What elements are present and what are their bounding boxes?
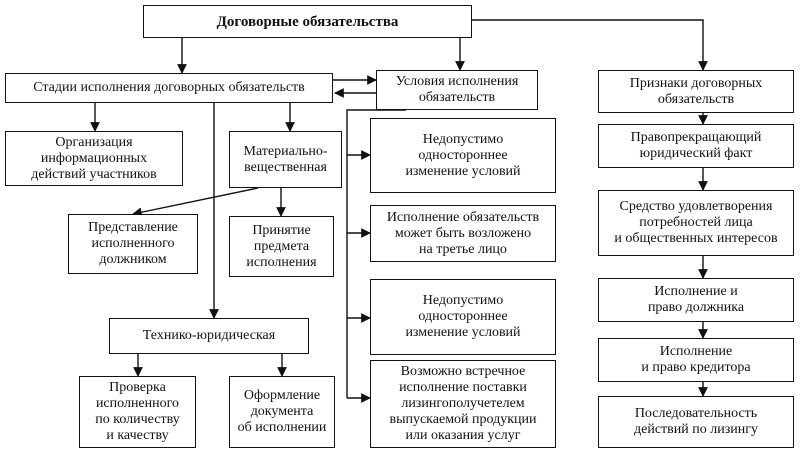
node-feature-5: Последовательность действий по лизингу bbox=[598, 396, 794, 448]
connector-conditions-spine bbox=[346, 109, 406, 398]
node-check: Проверка исполненного по количеству и ка… bbox=[79, 376, 196, 448]
node-material: Материально- вещественная bbox=[229, 131, 342, 188]
node-condition-1: Недопустимо одностороннее изменение усло… bbox=[370, 118, 556, 193]
node-conditions: Условия исполнения обязательств bbox=[376, 70, 538, 110]
connector-material-representation bbox=[132, 187, 259, 218]
node-document: Оформление документа об исполнении bbox=[229, 376, 335, 448]
node-feature-2: Средство удовлетворения потребностей лиц… bbox=[598, 190, 794, 256]
node-org-info: Организация информационных действий учас… bbox=[5, 131, 183, 186]
connector-title-features bbox=[472, 19, 708, 71]
node-feature-4: Исполнение и право кредитора bbox=[598, 338, 794, 382]
node-acceptance: Принятие предмета исполнения bbox=[229, 216, 334, 277]
node-representation: Представление исполненного должником bbox=[68, 214, 198, 274]
node-feature-3: Исполнение и право должника bbox=[598, 278, 794, 322]
node-title: Договорные обязательства bbox=[143, 5, 472, 38]
node-condition-2: Исполнение обязательств может быть возло… bbox=[370, 205, 556, 262]
node-technical: Технико-юридическая bbox=[109, 318, 309, 354]
node-features: Признаки договорных обязательств bbox=[598, 70, 794, 113]
node-condition-3: Недопустимо одностороннее изменение усло… bbox=[370, 279, 556, 355]
node-stages: Стадии исполнения договорных обязательст… bbox=[5, 73, 333, 103]
node-condition-4: Возможно встречное исполнение поставки л… bbox=[370, 360, 556, 448]
node-feature-1: Правопрекращающий юридический факт bbox=[598, 124, 794, 168]
